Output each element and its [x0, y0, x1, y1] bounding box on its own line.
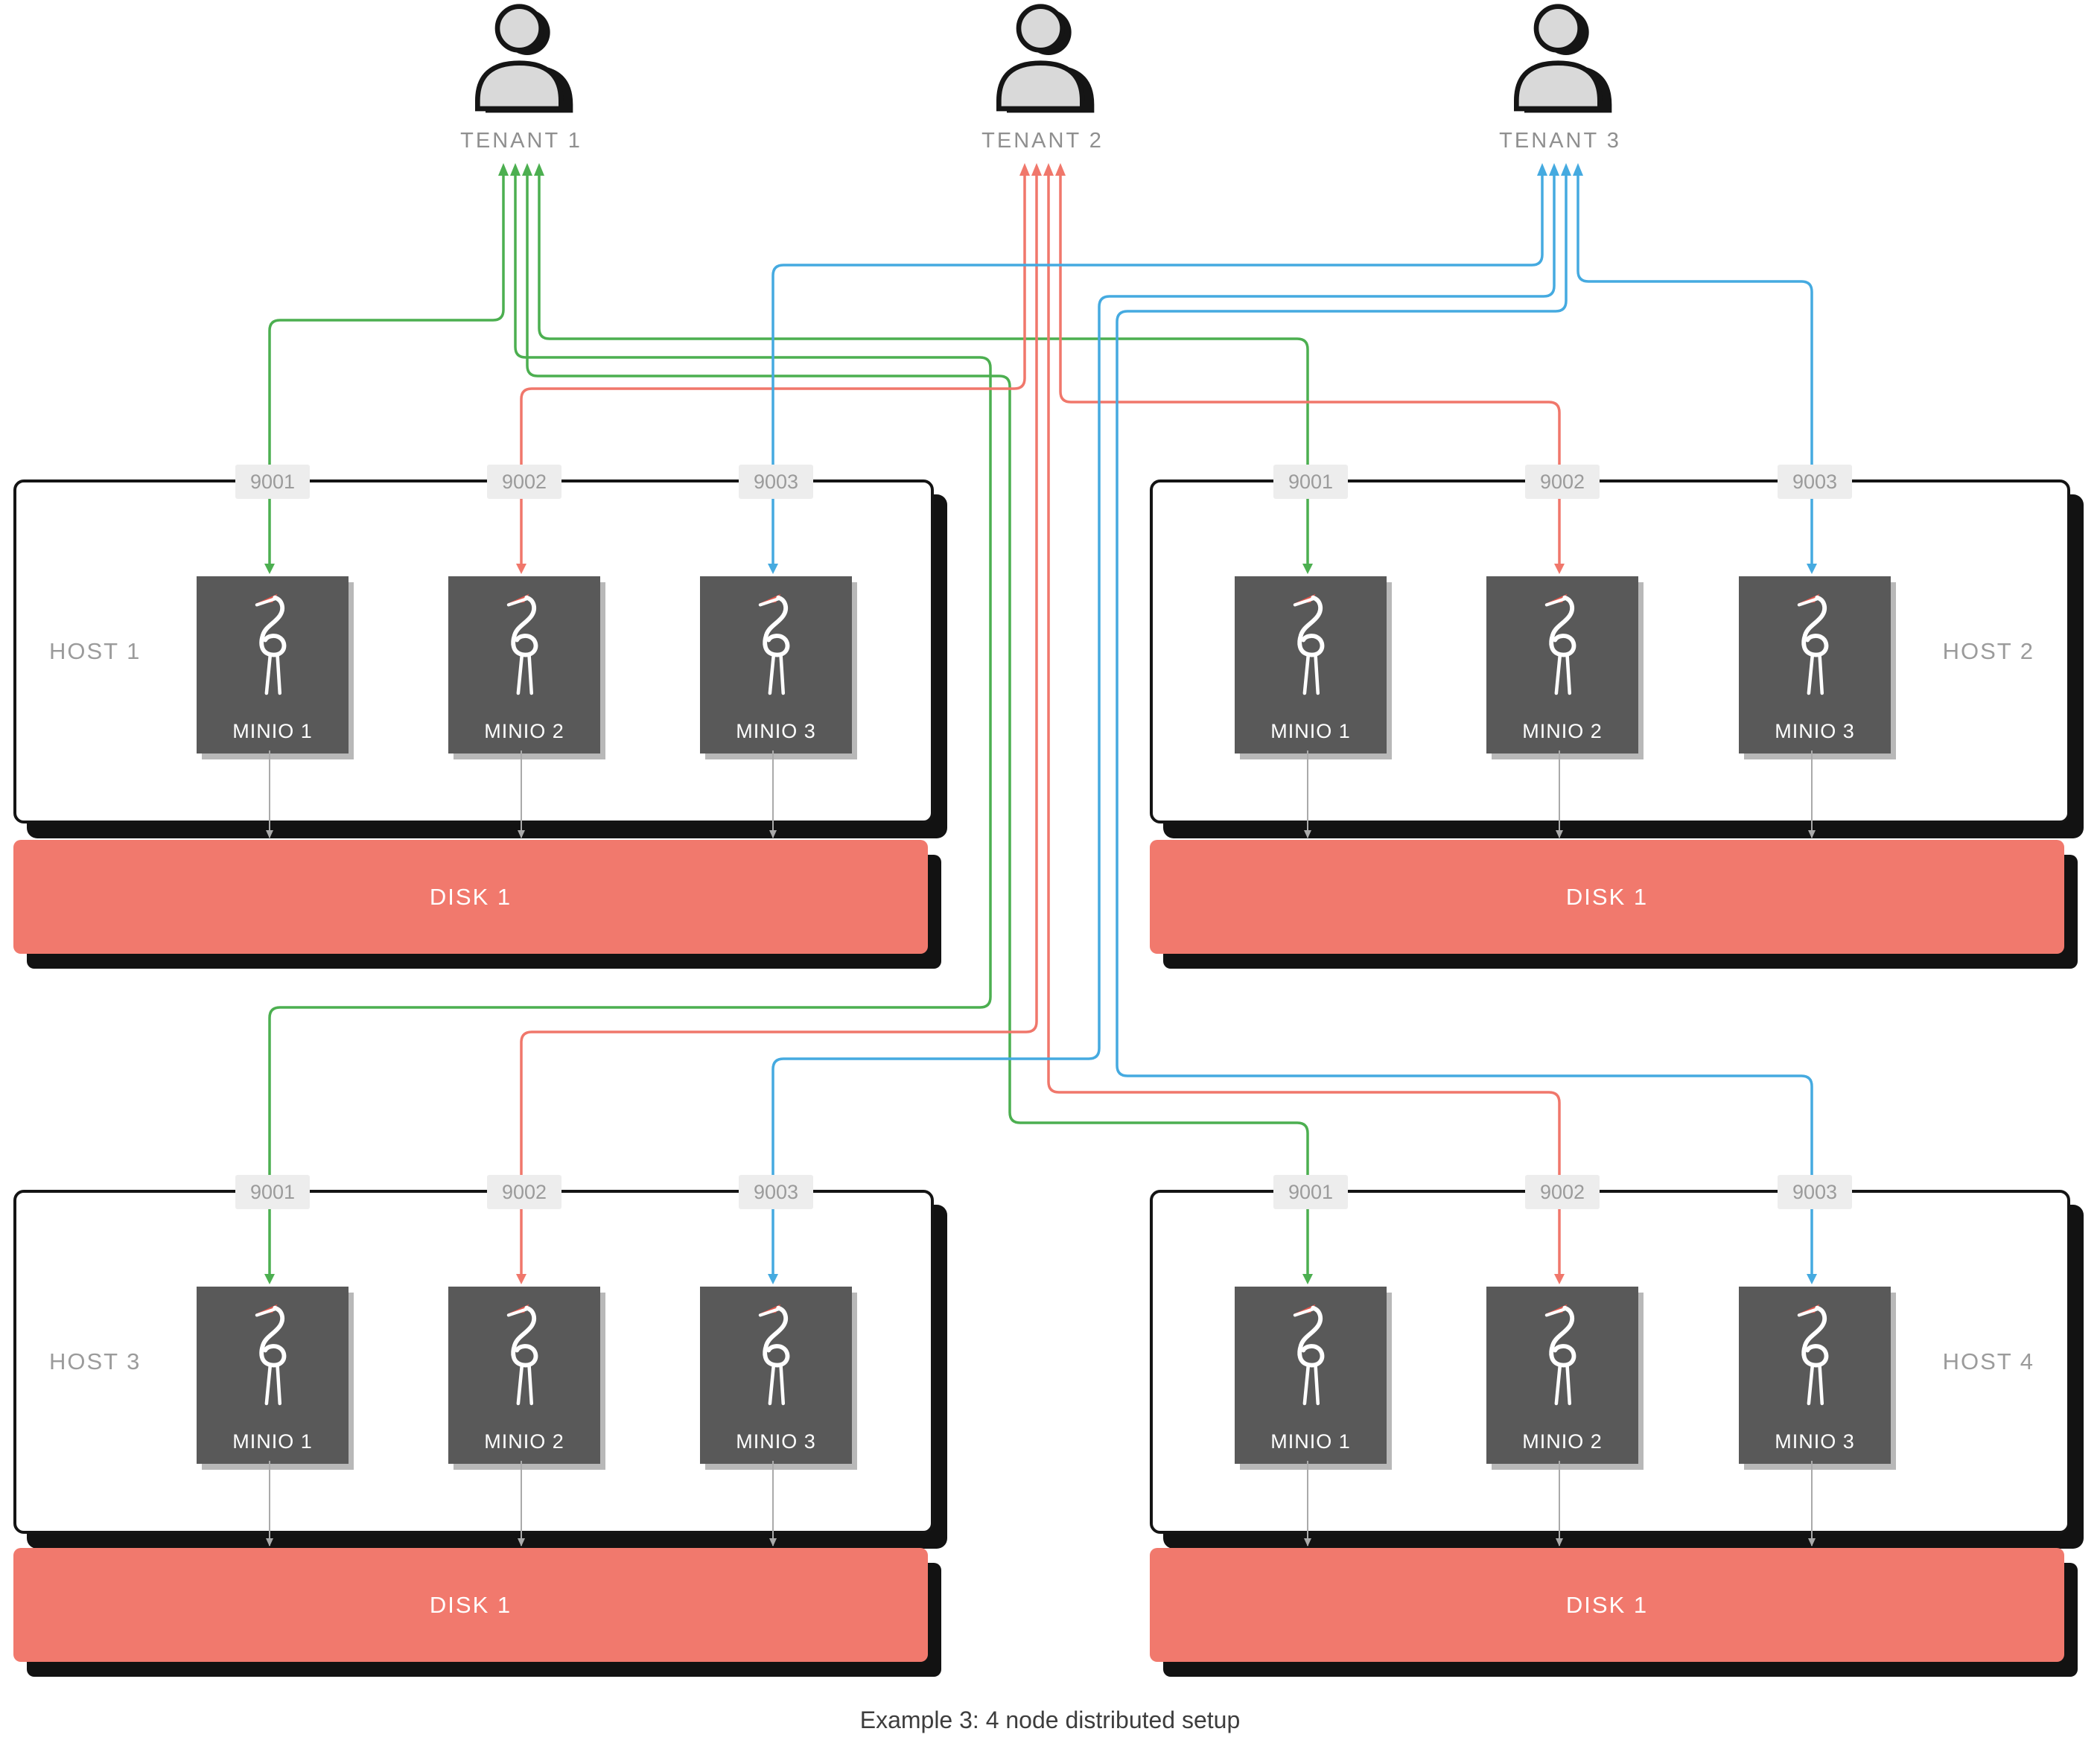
host-3-port-badge-9003: 9003	[739, 1175, 813, 1209]
host-2-box: HOST 2 9001 9002 9003 MINIO 1 MINIO 2 MI…	[1150, 465, 2070, 823]
minio-node-label: MINIO 1	[1270, 720, 1351, 742]
minio-bird-icon	[737, 1297, 815, 1413]
minio-node-label: MINIO 2	[1522, 1430, 1603, 1453]
minio-node-label: MINIO 1	[232, 720, 313, 742]
minio-bird-icon	[486, 587, 563, 703]
host-1-disk-bar: DISK 1	[13, 840, 928, 954]
minio-node-label: MINIO 1	[232, 1430, 313, 1453]
minio-bird-icon	[1524, 587, 1601, 703]
minio-node: MINIO 1	[197, 576, 349, 753]
person-icon	[983, 1, 1102, 121]
tenant-3-label: TENANT 3	[1499, 129, 1621, 153]
minio-bird-icon	[1524, 1297, 1601, 1413]
host-2-port-badge-9002: 9002	[1525, 465, 1600, 499]
host-4-label: HOST 4	[1942, 1348, 2034, 1374]
minio-node: MINIO 1	[1235, 576, 1387, 753]
minio-node-label: MINIO 3	[1775, 720, 1855, 742]
host-1-port-badge-9002: 9002	[487, 465, 561, 499]
minio-node-label: MINIO 2	[1522, 720, 1603, 742]
tenant-2-label: TENANT 2	[981, 129, 1104, 153]
minio-node: MINIO 3	[700, 576, 852, 753]
tenant-1-label: TENANT 1	[460, 129, 582, 153]
minio-bird-icon	[1272, 1297, 1349, 1413]
minio-node: MINIO 3	[700, 1287, 852, 1464]
host-3-label: HOST 3	[49, 1348, 141, 1374]
host-3-port-badge-9001: 9001	[235, 1175, 310, 1209]
tenant-3: TENANT 3	[1441, 1, 1679, 153]
host-4-port-badge-9001: 9001	[1273, 1175, 1348, 1209]
minio-bird-icon	[234, 587, 311, 703]
minio-node: MINIO 2	[1486, 576, 1638, 753]
diagram-caption: Example 3: 4 node distributed setup	[859, 1707, 1241, 1733]
host-4-port-badge-9003: 9003	[1778, 1175, 1852, 1209]
minio-bird-icon	[737, 587, 815, 703]
disk-label: DISK 1	[429, 884, 512, 910]
host-4-port-badge-9002: 9002	[1525, 1175, 1600, 1209]
host-3-port-badge-9002: 9002	[487, 1175, 561, 1209]
minio-node: MINIO 1	[1235, 1287, 1387, 1464]
minio-bird-icon	[1776, 1297, 1854, 1413]
person-icon	[1501, 1, 1620, 121]
host-3-box: HOST 3 9001 9002 9003 MINIO 1 MINIO 2 MI…	[13, 1175, 934, 1534]
minio-node-label: MINIO 3	[736, 1430, 816, 1453]
disk-label: DISK 1	[429, 1592, 512, 1618]
tenant-2: TENANT 2	[923, 1, 1162, 153]
host-2-port-badge-9003: 9003	[1778, 465, 1852, 499]
disk-label: DISK 1	[1565, 884, 1649, 910]
host-1-port-badge-9003: 9003	[739, 465, 813, 499]
minio-node-label: MINIO 3	[736, 720, 816, 742]
host-1-port-badge-9001: 9001	[235, 465, 310, 499]
minio-node: MINIO 2	[448, 576, 600, 753]
host-1-box: HOST 1 9001 9002 9003 MINIO 1 MINIO 2 MI…	[13, 465, 934, 823]
minio-bird-icon	[1272, 587, 1349, 703]
minio-node: MINIO 3	[1739, 1287, 1891, 1464]
tenant-1: TENANT 1	[402, 1, 640, 153]
minio-node-label: MINIO 1	[1270, 1430, 1351, 1453]
minio-node-label: MINIO 3	[1775, 1430, 1855, 1453]
host-1-label: HOST 1	[49, 638, 141, 664]
minio-node: MINIO 2	[1486, 1287, 1638, 1464]
host-3-disk-bar: DISK 1	[13, 1548, 928, 1662]
host-4-disk-bar: DISK 1	[1150, 1548, 2064, 1662]
minio-node: MINIO 3	[1739, 576, 1891, 753]
minio-node-label: MINIO 2	[484, 720, 564, 742]
host-4-box: HOST 4 9001 9002 9003 MINIO 1 MINIO 2 MI…	[1150, 1175, 2070, 1534]
host-2-disk-bar: DISK 1	[1150, 840, 2064, 954]
minio-node: MINIO 2	[448, 1287, 600, 1464]
minio-bird-icon	[486, 1297, 563, 1413]
minio-node-label: MINIO 2	[484, 1430, 564, 1453]
host-2-port-badge-9001: 9001	[1273, 465, 1348, 499]
minio-node: MINIO 1	[197, 1287, 349, 1464]
minio-bird-icon	[234, 1297, 311, 1413]
host-2-label: HOST 2	[1942, 638, 2034, 664]
minio-bird-icon	[1776, 587, 1854, 703]
person-icon	[462, 1, 581, 121]
disk-label: DISK 1	[1565, 1592, 1649, 1618]
